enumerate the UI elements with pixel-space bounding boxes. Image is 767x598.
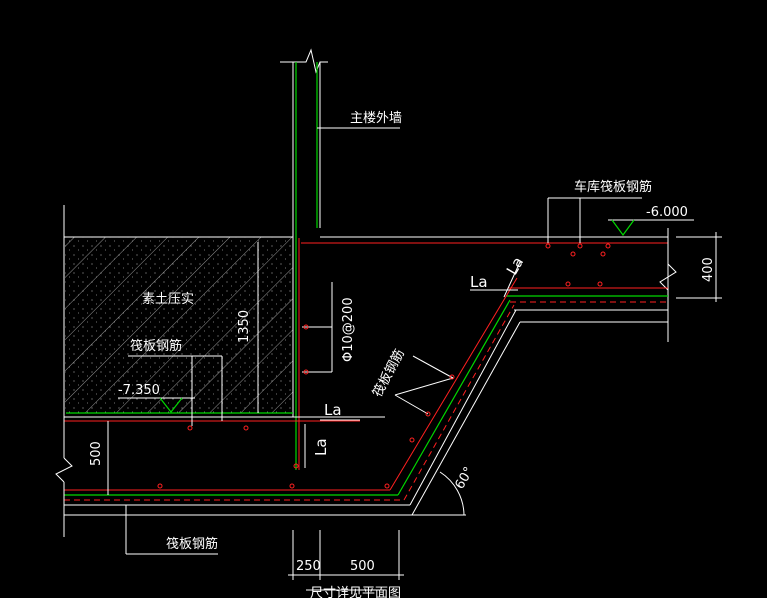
- la-top-label-1: La: [470, 273, 488, 291]
- size-note-label: 尺寸详见平面图: [310, 586, 401, 598]
- raft-rebar-bottom-label: 筏板钢筋: [166, 536, 218, 552]
- compacted-soil-label: 素土压实: [142, 292, 194, 307]
- rebar-dots: [157, 243, 611, 489]
- stirrup-label: Φ10@200: [341, 297, 356, 362]
- elevation-main-label: -7.350: [118, 383, 160, 398]
- dim-250-label: 250: [296, 559, 321, 574]
- compacted-soil-area: [64, 236, 293, 413]
- raft-rebar-left-label: 筏板钢筋: [130, 338, 182, 354]
- dim-400-label: 400: [701, 257, 716, 282]
- dim-1350-label: 1350: [237, 310, 252, 343]
- la-mid-vertical-label: La: [312, 438, 330, 456]
- la-top-label-2: La: [503, 254, 527, 278]
- garage-raft: [301, 197, 722, 342]
- dim-500-left-label: 500: [89, 441, 104, 466]
- main-raft: [55, 205, 466, 591]
- main-wall-label: 主楼外墙: [350, 111, 402, 126]
- main-wall: [280, 48, 400, 470]
- elevation-garage-label: -6.000: [646, 205, 688, 220]
- garage-raft-rebar-label: 车库筏板钢筋: [574, 179, 652, 195]
- la-mid-horizontal-label: La: [324, 401, 342, 419]
- dim-500-bottom-label: 500: [350, 559, 375, 574]
- slope-rebar-label: 筏板钢筋: [369, 346, 408, 399]
- slope-section: [293, 261, 521, 516]
